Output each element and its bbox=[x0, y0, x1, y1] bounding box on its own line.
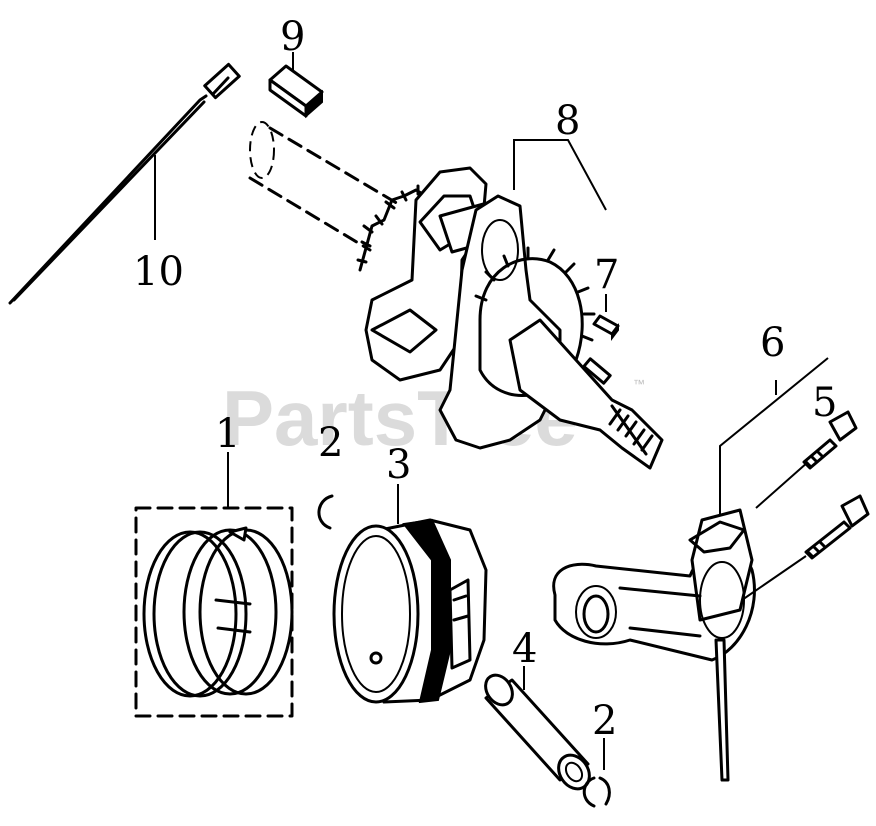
label-10: 10 bbox=[133, 249, 184, 295]
part-4-piston-pin[interactable] bbox=[480, 670, 596, 795]
part-2-clip-lower[interactable] bbox=[582, 776, 611, 808]
part-6-connecting-rod[interactable] bbox=[552, 508, 756, 782]
part-8-crankshaft[interactable] bbox=[248, 121, 664, 470]
leader-5-bolt-axes bbox=[741, 461, 809, 601]
label-2-lower: 2 bbox=[592, 698, 617, 744]
part-5-rod-bolt-lower[interactable] bbox=[804, 494, 870, 560]
label-8: 8 bbox=[555, 98, 580, 144]
label-3: 3 bbox=[386, 442, 411, 488]
label-2-upper: 2 bbox=[318, 420, 343, 466]
label-6: 6 bbox=[760, 320, 785, 366]
part-3-piston[interactable] bbox=[332, 518, 488, 704]
part-9-key[interactable] bbox=[268, 64, 324, 119]
leader-6 bbox=[719, 357, 829, 515]
part-2-clip-upper[interactable] bbox=[317, 494, 334, 530]
label-5: 5 bbox=[812, 380, 837, 426]
part-5-rod-bolt-upper[interactable] bbox=[802, 410, 858, 470]
watermark-trademark: ™ bbox=[633, 377, 645, 391]
label-1: 1 bbox=[215, 411, 240, 457]
leader-8 bbox=[513, 139, 607, 211]
part-10-dipper[interactable] bbox=[8, 62, 241, 305]
label-9: 9 bbox=[280, 14, 305, 60]
part-7-key[interactable] bbox=[592, 314, 620, 341]
label-7: 7 bbox=[594, 252, 619, 298]
part-1-ring-set[interactable] bbox=[134, 506, 294, 718]
label-4: 4 bbox=[512, 626, 537, 672]
